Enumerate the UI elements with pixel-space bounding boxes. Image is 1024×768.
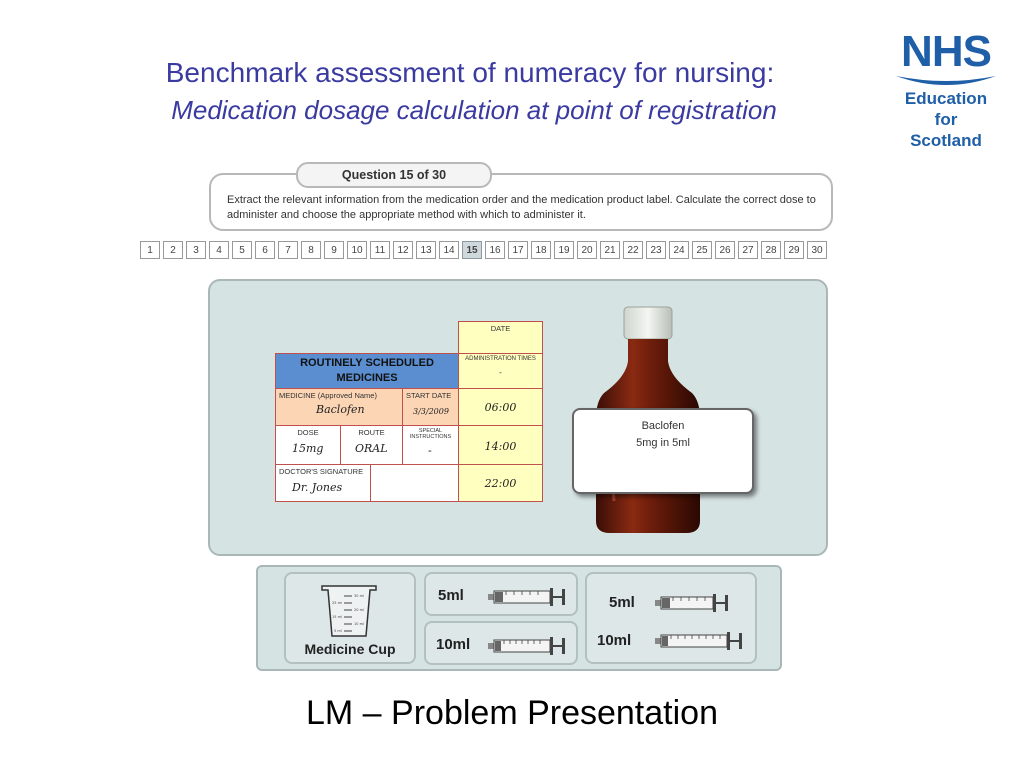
chart-heading: ROUTINELY SCHEDULED MEDICINES (275, 353, 459, 389)
admin-times-cell: ADMINISTRATION TIMES - (458, 353, 543, 389)
logo-swoosh-icon (896, 76, 996, 85)
route-label: ROUTE (358, 428, 385, 437)
cup-mark-15: 15 ml (332, 615, 342, 619)
slide-footer-title: LM – Problem Presentation (306, 694, 718, 732)
question-nav-button[interactable]: 17 (508, 241, 528, 259)
administration-tools: 30 ml 25 ml 20 ml 15 ml 10 ml 5 ml Medic… (256, 565, 782, 671)
special-value: - (428, 444, 432, 457)
question-nav-button[interactable]: 26 (715, 241, 735, 259)
date-cell: DATE (458, 321, 543, 354)
dose-label: DOSE (297, 428, 319, 437)
question-nav-button[interactable]: 19 (554, 241, 574, 259)
cup-mark-25: 25 ml (332, 601, 342, 605)
time-3: 22:00 (484, 477, 517, 490)
question-counter: Question 15 of 30 (296, 162, 492, 188)
time-2: 14:00 (484, 440, 517, 453)
cup-mark-20: 20 ml (354, 608, 364, 612)
syringe-icon (655, 632, 742, 650)
nhs-education-scotland-logo: NHS Education for Scotland (888, 30, 1004, 160)
question-nav-button[interactable]: 22 (623, 241, 643, 259)
date-label: DATE (490, 324, 511, 333)
question-nav-button[interactable]: 5 (232, 241, 252, 259)
logo-line-for: for (934, 110, 958, 129)
question-nav-button[interactable]: 8 (301, 241, 321, 259)
special-label: SPECIAL INSTRUCTIONS (409, 428, 452, 440)
logo-mark: NHS (901, 27, 992, 76)
cup-mark-10: 10 ml (354, 622, 364, 626)
syringe-icon (488, 637, 565, 655)
question-nav-button[interactable]: 24 (669, 241, 689, 259)
blank-cell (370, 464, 459, 502)
admin-times-label: ADMINISTRATION TIMES (465, 356, 536, 362)
logo-line-education: Education (904, 89, 988, 108)
product-name: Baclofen (641, 420, 685, 432)
question-nav-button[interactable]: 11 (370, 241, 390, 259)
dose-cell: DOSE 15mg (275, 425, 341, 465)
question-nav-button[interactable]: 2 (163, 241, 183, 259)
question-nav-button[interactable]: 27 (738, 241, 758, 259)
medicine-cup-icon: 30 ml 25 ml 20 ml 15 ml 10 ml 5 ml (321, 585, 377, 637)
syringe-combo-10ml-label: 10ml (597, 632, 632, 649)
question-nav-button[interactable]: 20 (577, 241, 597, 259)
slide-title: Benchmark assessment of numeracy for nur… (165, 57, 775, 88)
question-nav-button[interactable]: 29 (784, 241, 804, 259)
signature-value: Dr. Jones (292, 481, 343, 494)
dose-value: 15mg (292, 442, 324, 455)
time-1: 06:00 (484, 401, 517, 414)
syringe-5ml-and-10ml-option[interactable]: 5ml 10ml (585, 572, 757, 664)
syringe-icon (488, 588, 565, 606)
medicine-cup-label: Medicine Cup (304, 641, 396, 657)
question-nav-button[interactable]: 18 (531, 241, 551, 259)
product-strength: 5mg in 5ml (636, 437, 690, 449)
time-slot-1[interactable]: 06:00 (458, 388, 543, 426)
question-nav-button[interactable]: 7 (278, 241, 298, 259)
question-nav-button[interactable]: 10 (347, 241, 367, 259)
medication-workspace: DATE ADMINISTRATION TIMES - 06:00 14:00 … (208, 279, 828, 556)
time-slot-2[interactable]: 14:00 (458, 425, 543, 465)
instruction-text: Extract the relevant information from th… (227, 194, 816, 221)
question-nav-button[interactable]: 9 (324, 241, 344, 259)
syringe-10ml-option[interactable]: 10ml (424, 621, 578, 665)
medicine-value: Baclofen (316, 403, 365, 416)
syringe-10ml-label: 10ml (436, 636, 471, 653)
logo-line-scotland: Scotland (910, 131, 982, 150)
start-date-label: START DATE (406, 391, 452, 400)
question-nav-button[interactable]: 13 (416, 241, 436, 259)
question-nav-button[interactable]: 6 (255, 241, 275, 259)
syringe-icon (655, 594, 728, 612)
route-value: ORAL (355, 442, 388, 455)
question-nav-button[interactable]: 15 (462, 241, 482, 259)
special-instructions-cell: SPECIAL INSTRUCTIONS - (402, 425, 459, 465)
route-cell: ROUTE ORAL (340, 425, 403, 465)
question-nav-button[interactable]: 12 (393, 241, 413, 259)
signature-cell: DOCTOR'S SIGNATURE Dr. Jones (275, 464, 371, 502)
question-nav-button[interactable]: 4 (209, 241, 229, 259)
medicine-label: MEDICINE (Approved Name) (279, 391, 377, 400)
question-nav-button[interactable]: 23 (646, 241, 666, 259)
product-label: Baclofen 5mg in 5ml (572, 408, 754, 494)
signature-label: DOCTOR'S SIGNATURE (279, 467, 364, 476)
medicine-cup-option[interactable]: 30 ml 25 ml 20 ml 15 ml 10 ml 5 ml Medic… (284, 572, 416, 664)
admin-times-dot: - (499, 368, 502, 377)
start-date-value: 3/3/2009 (413, 407, 449, 416)
syringe-5ml-option[interactable]: 5ml (424, 572, 578, 616)
syringe-5ml-label: 5ml (438, 587, 464, 604)
medicine-cell: MEDICINE (Approved Name) Baclofen (275, 388, 403, 426)
cup-mark-30: 30 ml (354, 594, 364, 598)
start-date-cell: START DATE 3/3/2009 (402, 388, 459, 426)
syringe-combo-5ml-label: 5ml (609, 594, 635, 611)
slide-subtitle: Medication dosage calculation at point o… (171, 95, 777, 125)
question-nav-button[interactable]: 16 (485, 241, 505, 259)
time-slot-3[interactable]: 22:00 (458, 464, 543, 502)
question-nav-button[interactable]: 25 (692, 241, 712, 259)
question-nav-button[interactable]: 28 (761, 241, 781, 259)
question-nav-button[interactable]: 14 (439, 241, 459, 259)
question-nav-button[interactable]: 1 (140, 241, 160, 259)
question-nav-button[interactable]: 3 (186, 241, 206, 259)
instruction-box: Extract the relevant information from th… (209, 173, 833, 231)
question-nav-button[interactable]: 30 (807, 241, 827, 259)
question-nav-button[interactable]: 21 (600, 241, 620, 259)
cup-mark-5: 5 ml (334, 629, 342, 633)
